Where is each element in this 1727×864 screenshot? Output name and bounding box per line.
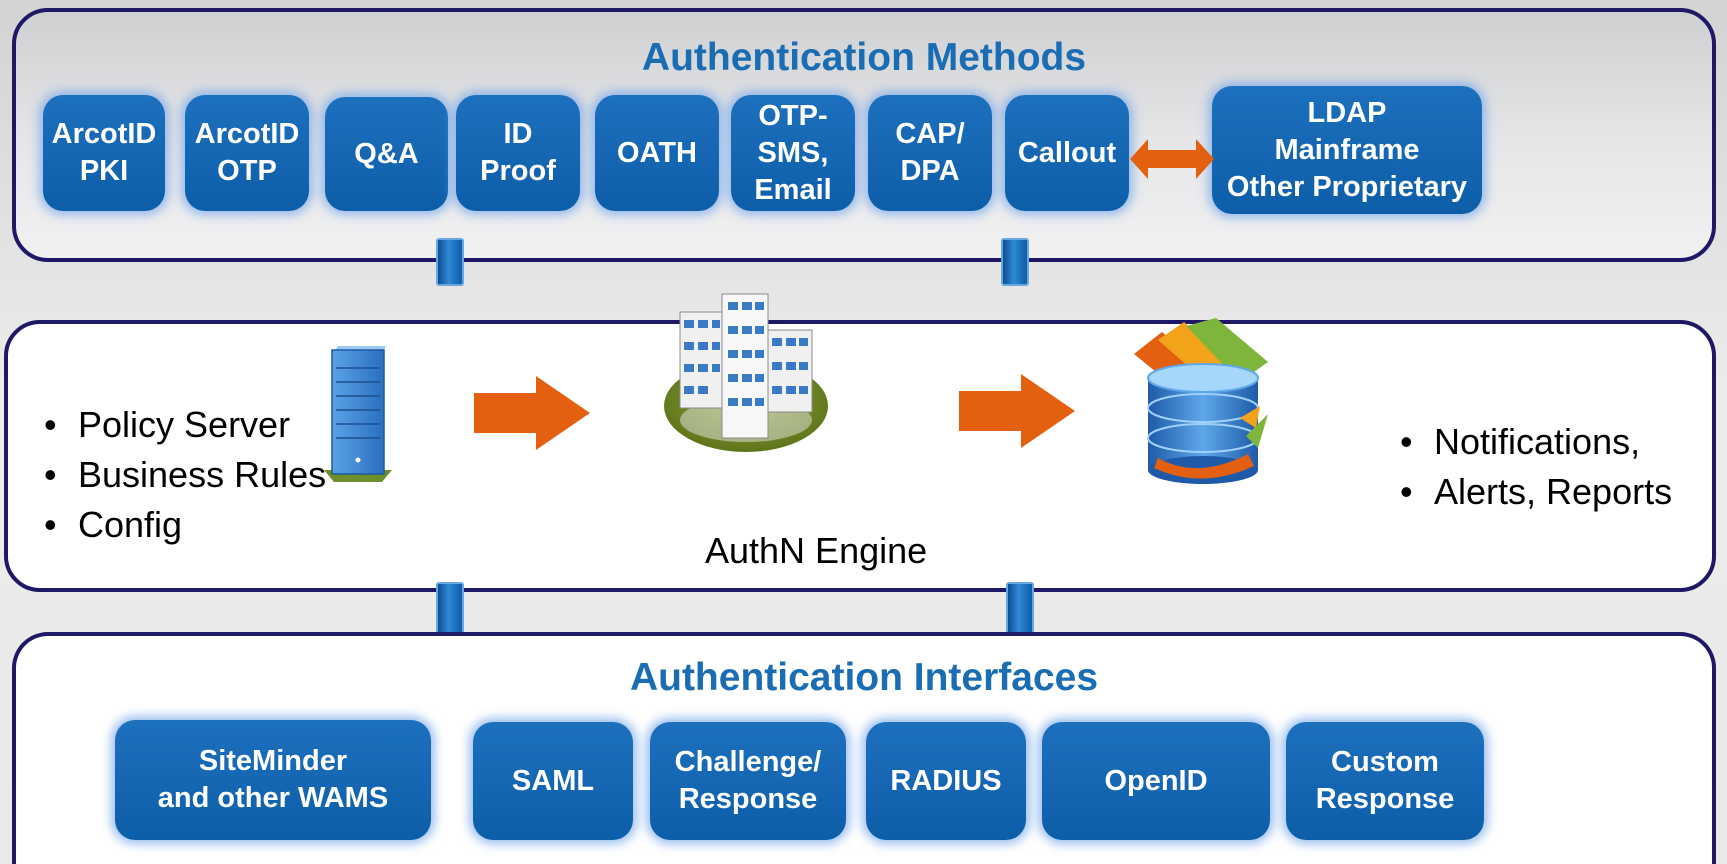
- method-id-proof[interactable]: ID Proof: [456, 95, 580, 211]
- notification-list-item: Notifications,: [1396, 417, 1672, 467]
- double-arrow-icon: [1130, 139, 1214, 179]
- interfaces-title: Authentication Interfaces: [629, 656, 1099, 699]
- interface-radius[interactable]: RADIUS: [866, 722, 1026, 840]
- policy-list-item: Config: [40, 500, 326, 550]
- arrow-right-icon: [959, 374, 1075, 448]
- policy-list-item: Policy Server: [40, 400, 326, 450]
- interface-challenge-response[interactable]: Challenge/ Response: [650, 722, 846, 840]
- interface-saml[interactable]: SAML: [473, 722, 633, 840]
- method-qa[interactable]: Q&A: [325, 97, 448, 211]
- methods-title: Authentication Methods: [641, 36, 1087, 79]
- connector-methods-left: [436, 238, 464, 286]
- interface-custom-response[interactable]: Custom Response: [1286, 722, 1484, 840]
- notification-list: Notifications, Alerts, Reports: [1396, 417, 1672, 517]
- method-arcotid-otp[interactable]: ArcotID OTP: [185, 95, 309, 211]
- external-systems[interactable]: LDAP Mainframe Other Proprietary: [1212, 86, 1482, 214]
- method-callout[interactable]: Callout: [1005, 95, 1129, 211]
- method-oath[interactable]: OATH: [595, 95, 719, 211]
- engine-label: AuthN Engine: [705, 530, 928, 571]
- connector-interfaces-left: [436, 582, 464, 634]
- server-icon: [324, 346, 392, 482]
- method-cap-dpa[interactable]: CAP/ DPA: [868, 95, 992, 211]
- database-icon: [1134, 318, 1268, 484]
- method-otp-sms-email[interactable]: OTP- SMS, Email: [731, 95, 855, 211]
- building-icon: [664, 293, 828, 452]
- connector-interfaces-right: [1006, 582, 1034, 634]
- interface-siteminder[interactable]: SiteMinder and other WAMS: [115, 720, 431, 840]
- interface-openid[interactable]: OpenID: [1042, 722, 1270, 840]
- policy-list-item: Business Rules: [40, 450, 326, 500]
- arrow-right-icon: [474, 376, 590, 450]
- policy-list: Policy Server Business Rules Config: [40, 400, 326, 550]
- notification-list-item: Alerts, Reports: [1396, 467, 1672, 517]
- connector-methods-right: [1001, 238, 1029, 286]
- method-arcotid-pki[interactable]: ArcotID PKI: [43, 95, 165, 211]
